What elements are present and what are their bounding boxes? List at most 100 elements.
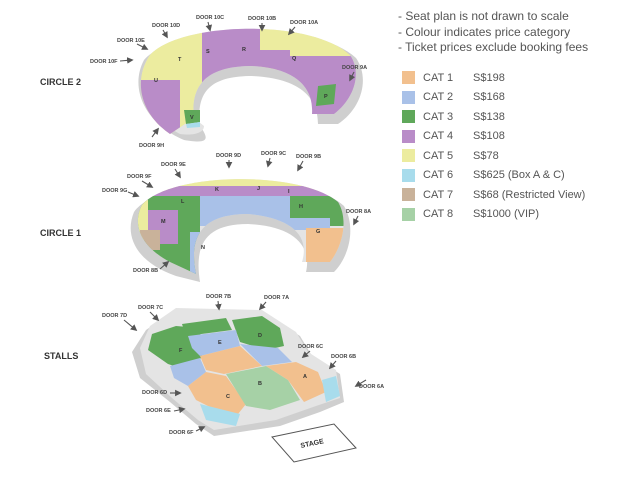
legend-price: S$625 (Box A & C)	[473, 169, 565, 182]
arrow-9b-icon	[297, 160, 304, 172]
note-scale: - Seat plan is not drawn to scale	[398, 9, 569, 23]
arrow-6b-icon	[328, 360, 337, 370]
door-6b: DOOR 6B	[331, 354, 356, 360]
c1-label-k: K	[215, 187, 219, 193]
door-9h: DOOR 9H	[139, 143, 164, 149]
legend-cat: CAT 8	[423, 208, 454, 221]
legend-cat: CAT 3	[423, 110, 454, 123]
door-9d: DOOR 9D	[216, 153, 241, 159]
arrow-9a-icon	[349, 71, 356, 82]
arrow-9g-icon	[127, 191, 140, 198]
door-6a: DOOR 6A	[359, 384, 384, 390]
door-9a: DOOR 9A	[342, 65, 367, 71]
arrow-6c-icon	[301, 350, 311, 359]
circle2-sections	[140, 28, 356, 134]
door-6c: DOOR 6C	[298, 344, 323, 350]
door-7c: DOOR 7C	[138, 305, 163, 311]
st-label-c: C	[226, 394, 230, 400]
legend-price: S$168	[473, 91, 505, 104]
level-label-circle1: CIRCLE 1	[40, 228, 81, 238]
c2-label-r: R	[242, 47, 246, 53]
legend-cat: CAT 4	[423, 130, 454, 143]
door-10c: DOOR 10C	[196, 15, 224, 21]
notes: - Seat plan is not drawn to scale - Colo…	[398, 9, 638, 56]
note-fees: - Ticket prices exclude booking fees	[398, 40, 589, 54]
c2-label-t: T	[178, 57, 182, 63]
c1-cat2-right	[290, 218, 330, 230]
arrow-7b-icon	[215, 300, 222, 311]
c2-label-s: S	[206, 49, 210, 55]
arrow-10d-icon	[161, 29, 168, 39]
door-10a: DOOR 10A	[290, 20, 318, 26]
swatch-cat8	[402, 207, 415, 221]
st-section-e-top-cat3	[182, 318, 232, 336]
door-7b: DOOR 7B	[206, 294, 231, 300]
swatch-cat2	[402, 90, 415, 104]
arrow-8b-icon	[159, 260, 170, 270]
swatch-cat3	[402, 110, 415, 124]
legend-price: S$108	[473, 130, 505, 143]
door-9c: DOOR 9C	[261, 151, 286, 157]
st-section-d-cat3	[232, 316, 284, 350]
door-10f: DOOR 10F	[90, 59, 118, 65]
door-9f: DOOR 9F	[127, 174, 152, 180]
c2-label-p: P	[324, 94, 328, 100]
arrow-10a-icon	[287, 26, 296, 36]
c1-label-m: M	[161, 219, 166, 225]
swatch-cat7	[402, 188, 415, 202]
st-label-f: F	[179, 348, 183, 354]
c2-section-p	[316, 84, 336, 106]
door-6d: DOOR 6D	[142, 390, 167, 396]
st-section-e-cat2	[188, 330, 240, 356]
arrow-10f-icon	[119, 57, 134, 64]
legend-cat: CAT 1	[423, 71, 454, 84]
arrow-7c-icon	[149, 311, 160, 322]
stage-platform	[271, 423, 357, 463]
st-label-a: A	[303, 374, 307, 380]
door-9g: DOOR 9G	[102, 188, 127, 194]
stage: STAGE	[271, 423, 357, 463]
c1-cat1-lower-left	[196, 250, 226, 274]
door-6f: DOOR 6F	[169, 430, 194, 436]
door-9b: DOOR 9B	[296, 154, 321, 160]
legend-row-cat4: CAT 4 S$108	[402, 127, 638, 147]
circle2-map: T S R Q U P V	[138, 28, 363, 142]
st-section-c-cat1	[188, 372, 246, 414]
st-label-b: B	[258, 381, 262, 387]
st-section-e-lower-cat1	[200, 346, 262, 374]
swatch-cat4	[402, 129, 415, 143]
door-8a: DOOR 8A	[346, 209, 371, 215]
c1-label-j: J	[257, 186, 260, 192]
door-10b: DOOR 10B	[248, 16, 276, 22]
legend-cat: CAT 5	[423, 149, 454, 162]
c2-label-q: Q	[292, 56, 297, 62]
st-label-d: D	[258, 333, 262, 339]
swatch-cat6	[402, 168, 415, 182]
swatch-cat1	[402, 71, 415, 85]
arrow-6a-icon	[354, 379, 367, 387]
c1-label-n: N	[201, 245, 205, 251]
stage-label: STAGE	[300, 438, 325, 450]
c2-section-v	[184, 110, 200, 124]
level-label-stalls: STALLS	[44, 351, 78, 361]
arrow-6f-icon	[195, 426, 206, 433]
door-7d: DOOR 7D	[102, 313, 127, 319]
st-section-d-lower-cat2	[240, 344, 292, 366]
c1-label-h: H	[299, 204, 303, 210]
arrow-9f-icon	[141, 180, 154, 188]
c2-label-v: V	[190, 115, 194, 121]
c2-label-u: U	[154, 78, 158, 84]
door-7a: DOOR 7A	[264, 295, 289, 301]
legend-price: S$198	[473, 71, 505, 84]
legend-price: S$68 (Restricted View)	[473, 188, 586, 201]
st-label-e: E	[218, 340, 222, 346]
arrow-9h-icon	[151, 127, 159, 138]
arrow-7a-icon	[258, 301, 267, 311]
arrow-8a-icon	[353, 215, 360, 226]
c1-label-g: G	[316, 229, 320, 235]
